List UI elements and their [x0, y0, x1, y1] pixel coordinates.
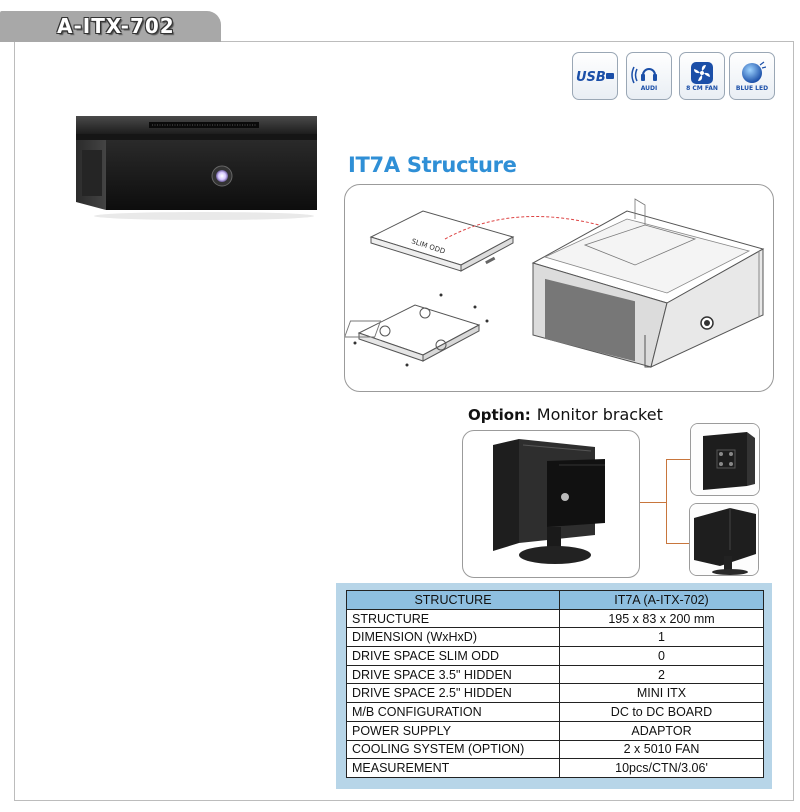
exploded-view-diagram: SLIM ODD	[343, 198, 765, 368]
table-row: COOLING SYSTEM (OPTION)2 x 5010 FAN	[346, 739, 764, 760]
table-cell-value: 2	[559, 664, 764, 685]
blue-led-icon	[742, 61, 766, 83]
table-row: DIMENSION (WxHxD)1	[346, 627, 764, 648]
feature-fan: 8 CM FAN	[679, 52, 725, 100]
table-cell-label: DRIVE SPACE 3.5" HIDDEN	[346, 664, 560, 685]
model-title-tab: A-ITX-702	[0, 11, 221, 42]
feature-blue-led-label: BLUE LED	[735, 84, 769, 92]
chassis	[531, 198, 765, 368]
table-cell-label: COOLING SYSTEM (OPTION)	[346, 739, 560, 760]
bracket-detail-image-1	[690, 423, 760, 496]
table-cell-value: 0	[559, 646, 764, 666]
connector-line	[666, 459, 667, 543]
model-title: A-ITX-702	[57, 14, 175, 38]
structure-diagram-panel: SLIM ODD	[343, 184, 774, 392]
connector-line	[640, 502, 666, 503]
table-cell-value: ADAPTOR	[559, 720, 764, 741]
case-product-image	[76, 116, 317, 220]
table-header-cell: IT7A (A-ITX-702)	[559, 590, 764, 610]
option-label: Option: Monitor bracket	[468, 405, 663, 425]
monitor-bracket-image	[462, 430, 640, 578]
table-cell-value: 1	[559, 627, 764, 648]
table-cell-label: STRUCTURE	[346, 608, 560, 629]
feature-blue-led: BLUE LED	[729, 52, 775, 100]
page-frame	[14, 41, 794, 801]
structure-title: IT7A Structure	[348, 153, 517, 177]
table-cell-label: DRIVE SPACE SLIM ODD	[346, 646, 560, 666]
hdd-bracket	[343, 293, 489, 367]
slim-odd-drive: SLIM ODD	[369, 210, 515, 272]
table-header-row: STRUCTURE IT7A (A-ITX-702)	[346, 590, 764, 610]
audio-icon	[631, 66, 657, 83]
table-cell-value: 195 x 83 x 200 mm	[559, 608, 764, 629]
table-cell-value: MINI ITX	[559, 683, 764, 704]
table-cell-label: DIMENSION (WxHxD)	[346, 627, 560, 648]
table-header-cell: STRUCTURE	[346, 590, 560, 610]
bracket-detail-image-2	[689, 503, 759, 576]
table-cell-value: DC to DC BOARD	[559, 702, 764, 722]
table-cell-label: DRIVE SPACE 2.5" HIDDEN	[346, 683, 560, 704]
table-cell-label: MEASUREMENT	[346, 758, 560, 778]
usb-icon: USB	[576, 70, 614, 85]
connector-line	[666, 459, 690, 460]
svg-text:USB: USB	[576, 70, 606, 85]
table-cell-label: M/B CONFIGURATION	[346, 702, 560, 722]
feature-fan-label: 8 CM FAN	[686, 84, 718, 92]
fan-icon	[691, 61, 713, 84]
option-prefix: Option:	[468, 406, 531, 424]
feature-usb: USB	[572, 52, 618, 100]
connector-line	[666, 543, 689, 544]
table-cell-label: POWER SUPPLY	[346, 720, 560, 741]
feature-audio: AUDI	[626, 52, 672, 100]
option-text: Monitor bracket	[536, 405, 663, 424]
table-cell-value: 10pcs/CTN/3.06'	[559, 758, 764, 778]
table-cell-value: 2 x 5010 FAN	[559, 739, 764, 760]
feature-audio-label: AUDI	[640, 84, 658, 92]
